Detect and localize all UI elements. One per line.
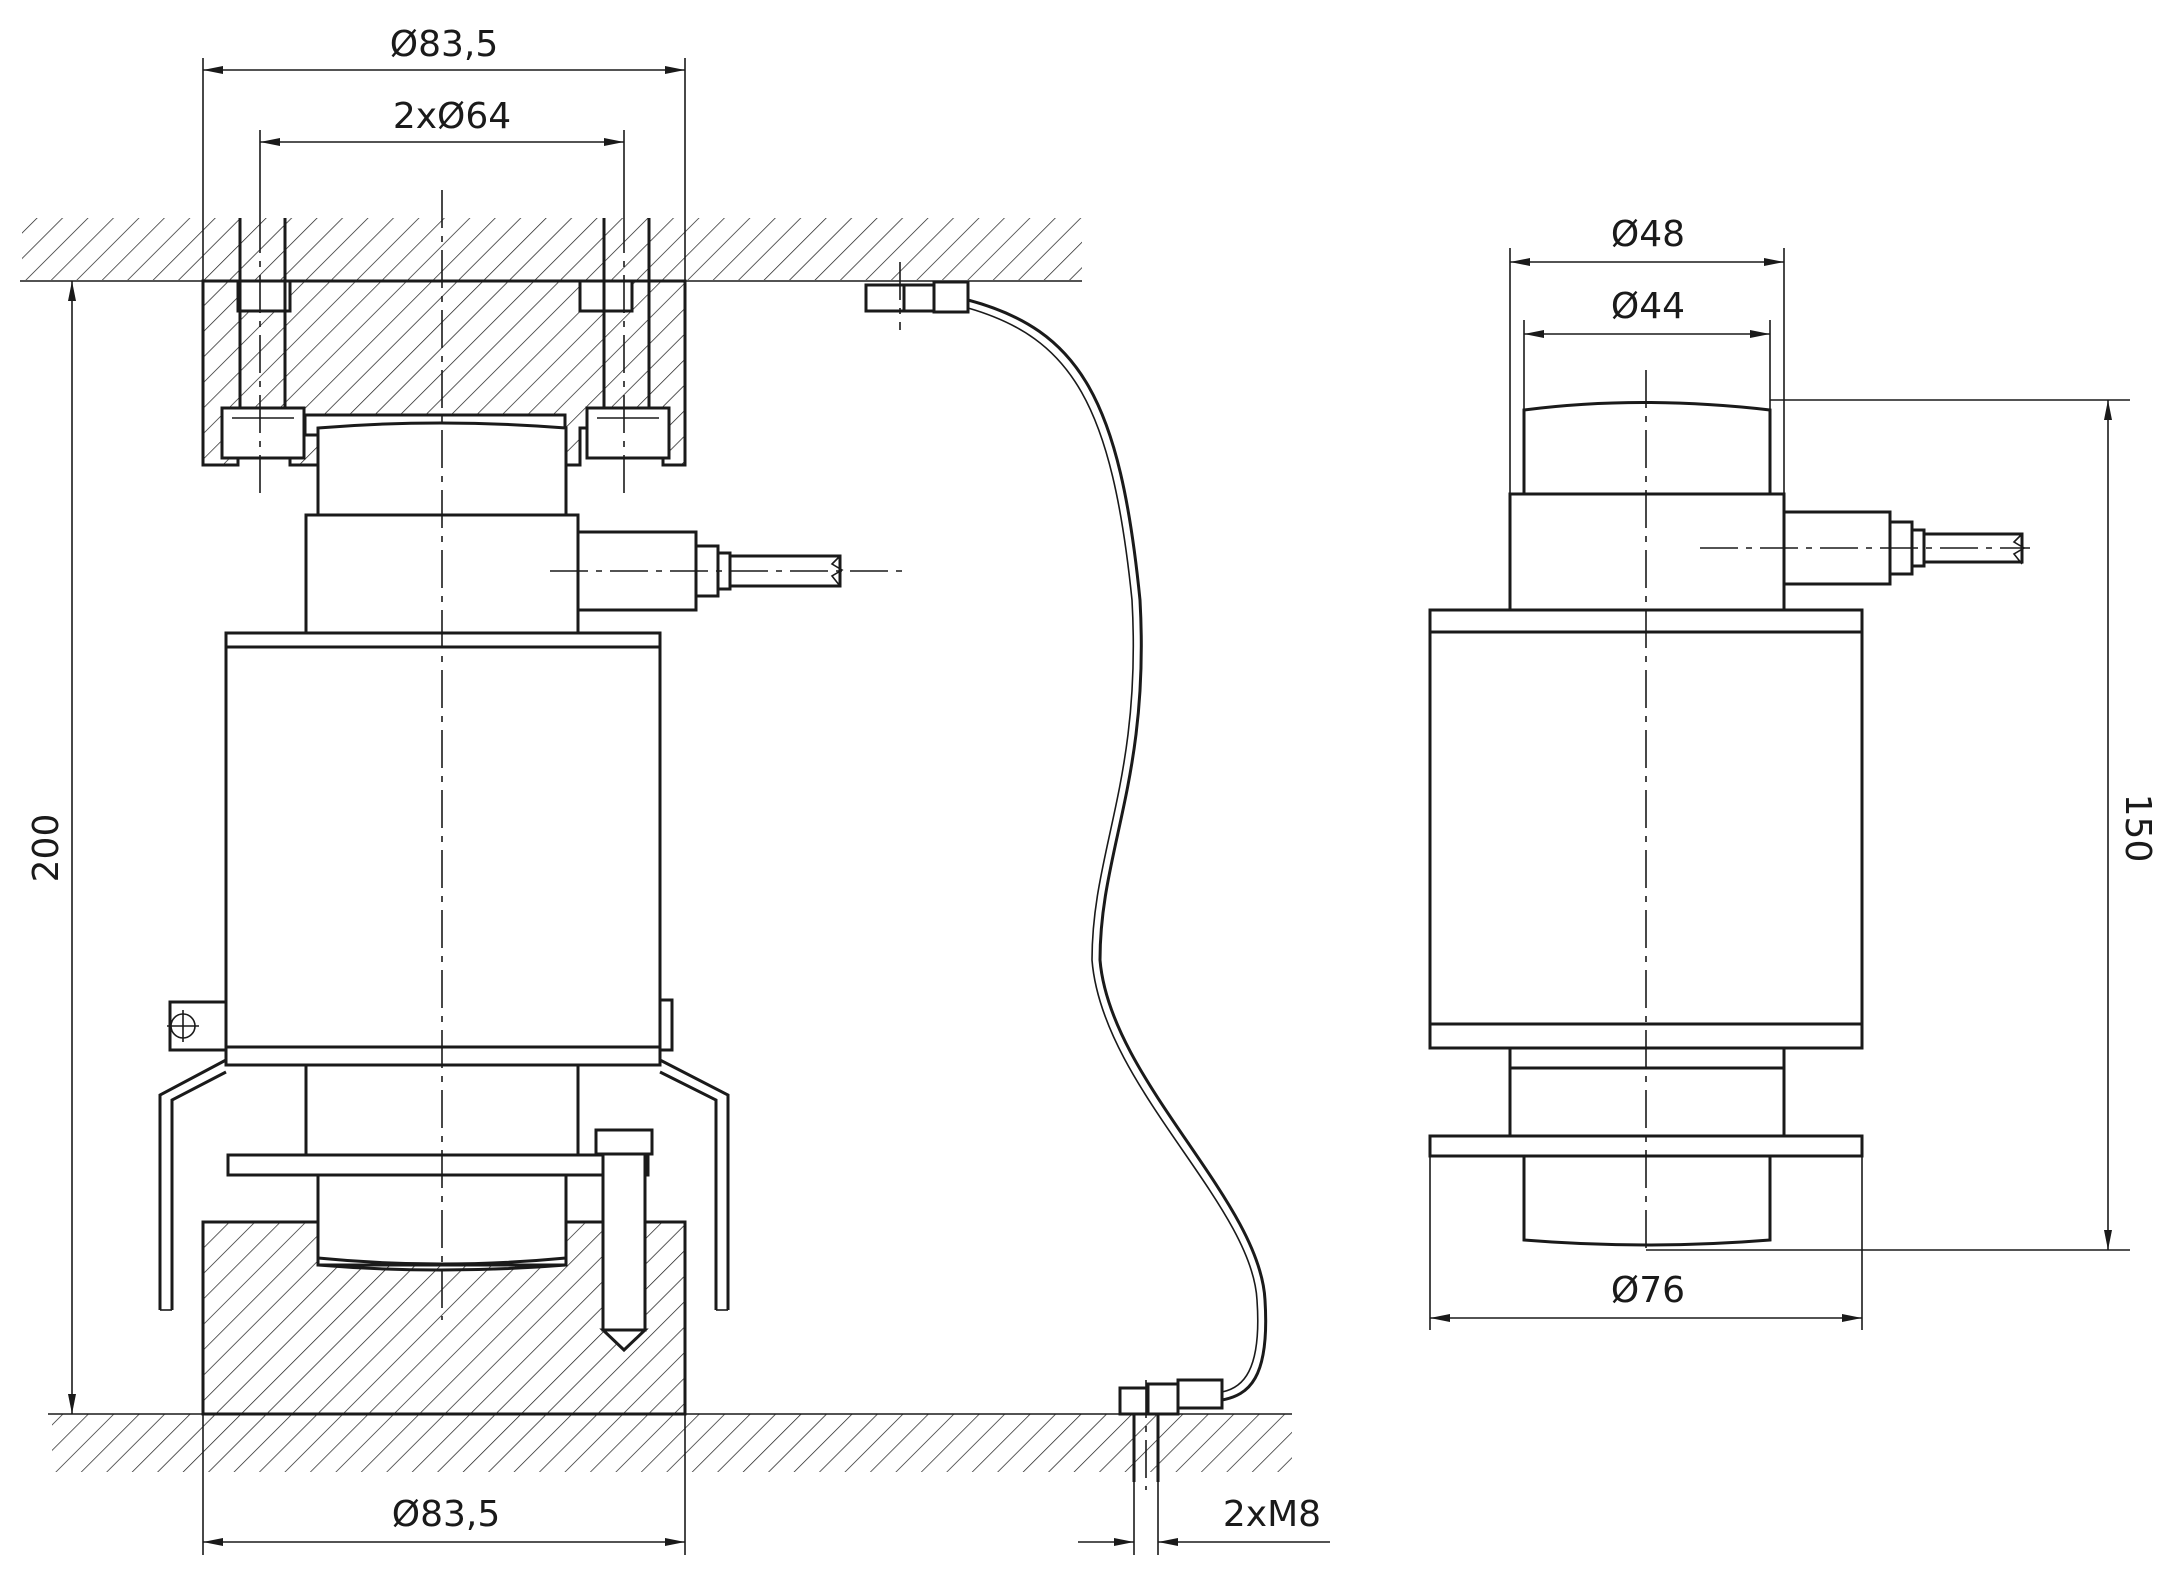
dim-cell-height: 150: [1646, 399, 2158, 1251]
dim-cell-top-outer-label: Ø48: [1611, 214, 1685, 255]
dim-cell-body-diameter-label: Ø76: [1611, 1270, 1685, 1311]
dim-bottom-outer-diameter: Ø83,5: [202, 1414, 686, 1555]
dim-bolt-circle-label: 2xØ64: [393, 96, 511, 137]
centerlines-assembly: [259, 190, 1147, 1490]
dim-assembly-height-label: 200: [26, 814, 67, 883]
floor-structure: [48, 1413, 1292, 1472]
load-cell-body: [224, 645, 662, 1067]
dim-cell-top-inner: Ø44: [1523, 286, 1771, 410]
dim-cell-body-diameter: Ø76: [1429, 1156, 1863, 1330]
load-cell-upper: [224, 421, 662, 649]
load-cell-view: Ø48 Ø44 150 Ø76: [1428, 214, 2158, 1330]
anti-rotation-pin: [594, 1128, 654, 1353]
dim-cell-height-label: 150: [2117, 794, 2158, 863]
upper-structure: [20, 218, 1082, 282]
ground-clip-left: [167, 1000, 228, 1052]
centerlines-cell: [1645, 370, 2030, 1250]
dim-cell-top-outer: Ø48: [1509, 214, 1785, 494]
dim-top-outer-diameter-label: Ø83,5: [390, 24, 499, 65]
dim-top-outer-diameter: Ø83,5: [202, 24, 686, 281]
dim-mounting-bolts: 2xM8: [1078, 1482, 1330, 1555]
dim-assembly-height: 200: [26, 281, 76, 1414]
protective-boot: [158, 1058, 730, 1311]
grounding-strap: [864, 280, 1268, 1482]
ground-clip-right: [658, 998, 674, 1052]
dim-bottom-outer-diameter-label: Ø83,5: [392, 1494, 501, 1535]
dim-bolt-circle: 2xØ64: [259, 96, 625, 215]
assembly-view: Ø83,5 2xØ64 200 Ø83,5 2xM8: [20, 24, 1330, 1555]
dim-cell-top-inner-label: Ø44: [1611, 286, 1685, 327]
dim-mounting-bolts-label: 2xM8: [1223, 1494, 1321, 1535]
cable-connector: [576, 530, 844, 612]
